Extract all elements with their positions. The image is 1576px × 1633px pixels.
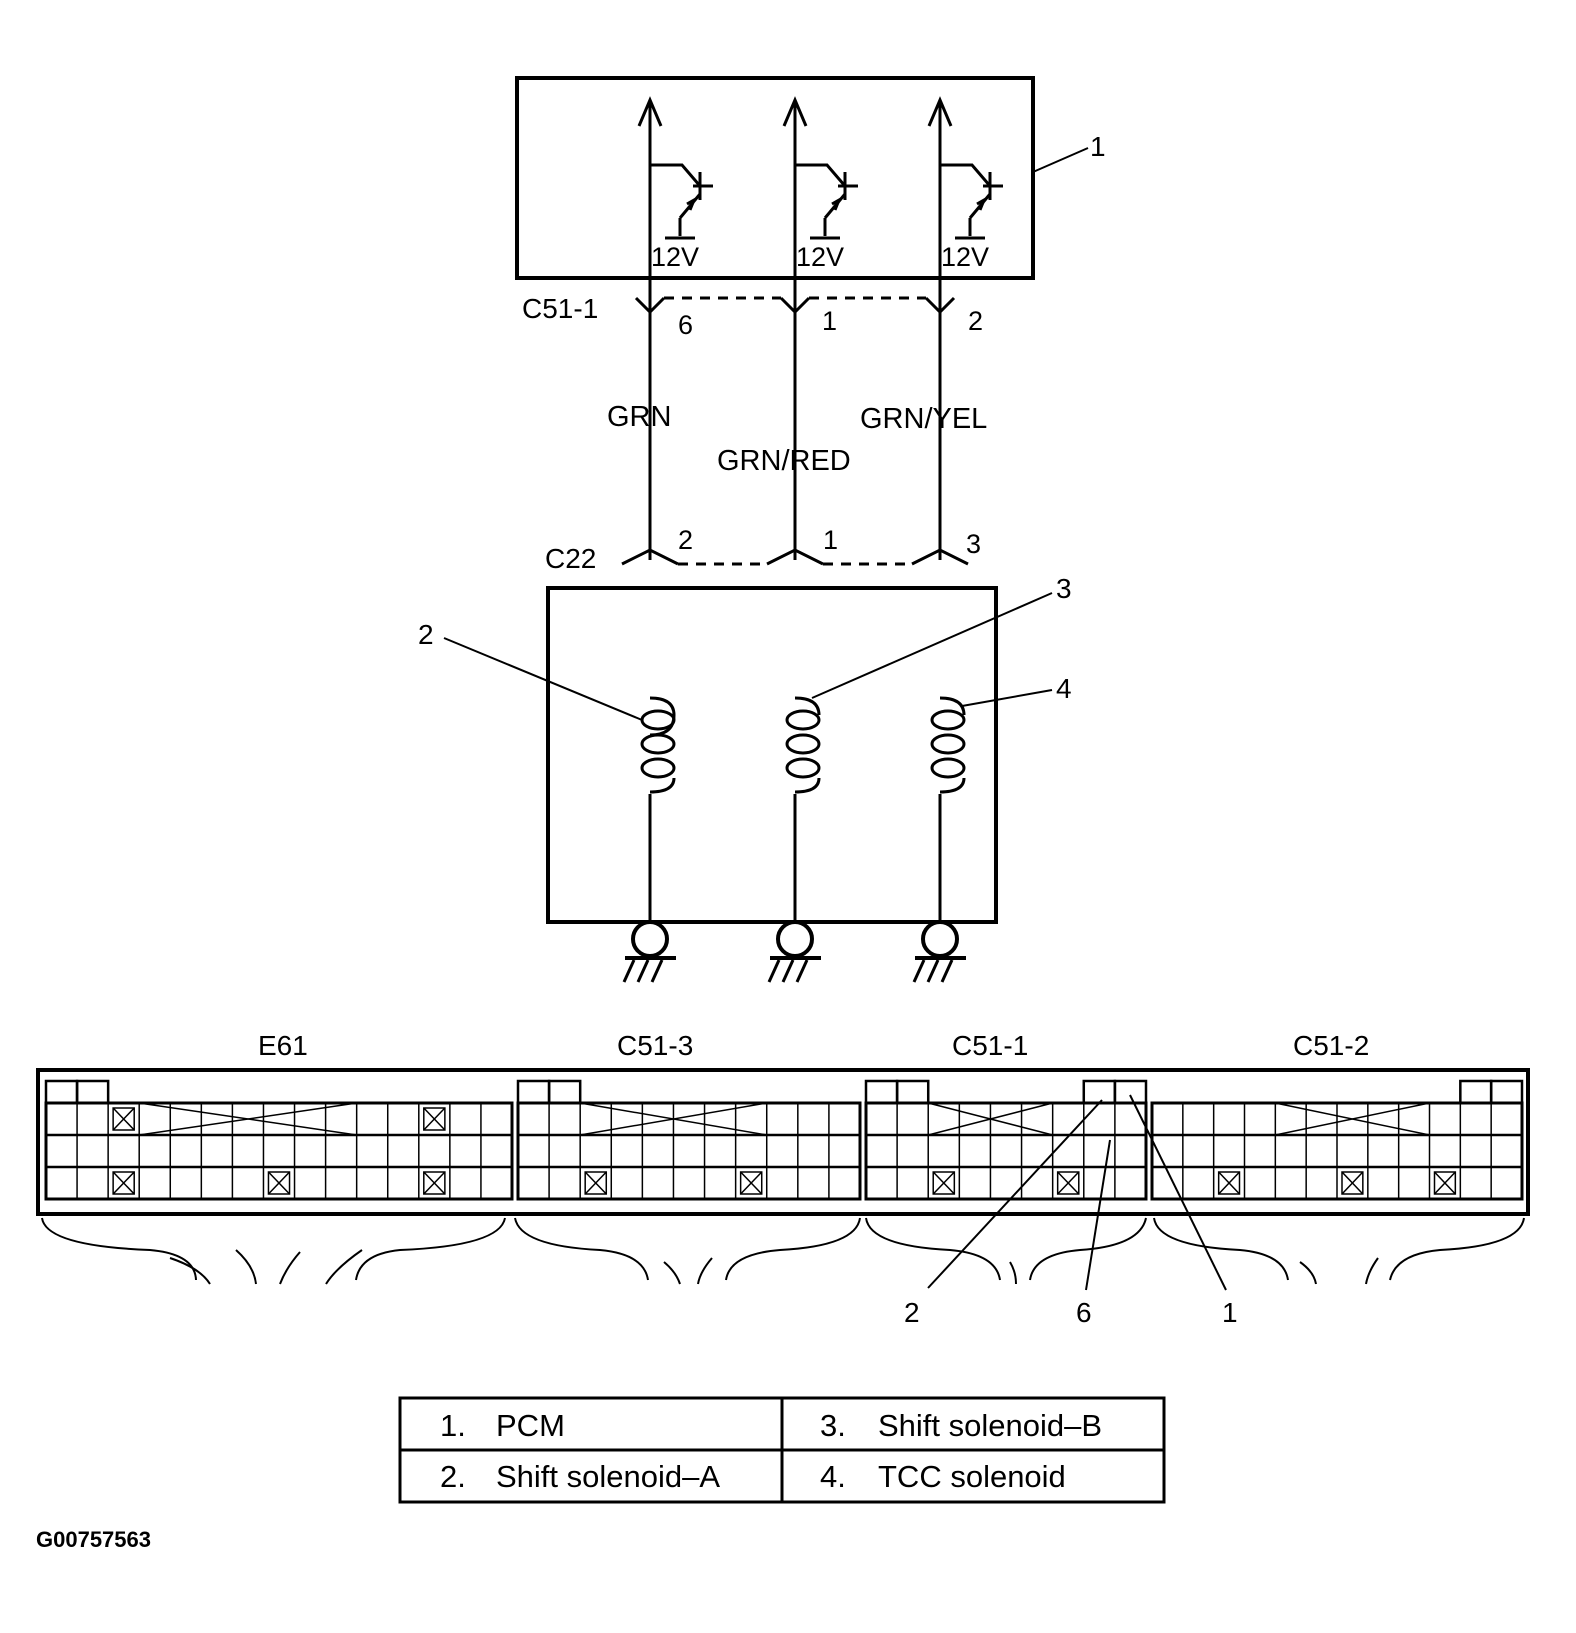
solenoid-coil-shift-b [785, 696, 821, 794]
legend-num-4: 4. [820, 1459, 846, 1494]
supply-12v-label-3: 12V [941, 242, 989, 272]
connector-body [516, 1101, 862, 1201]
connector-c51-1-label: C51-1 [522, 293, 598, 324]
figure-id: G00757563 [36, 1527, 151, 1552]
connector-c22-label: C22 [545, 543, 596, 574]
supply-12v-label-2: 12V [796, 242, 844, 272]
pcm-callout-leader [1032, 147, 1089, 173]
pin-callout-2: 2 [904, 1297, 920, 1328]
solenoid-housing [546, 586, 998, 924]
connector-label-e61: E61 [258, 1030, 308, 1061]
ground-symbol-3 [912, 920, 966, 983]
connector-label-c51-1: C51-1 [952, 1030, 1028, 1061]
ground-symbol-1 [622, 920, 676, 983]
solenoid-callout-2: 2 [418, 619, 434, 650]
wire-color-label-3: GRN/YEL [860, 403, 987, 435]
solenoid-callout-4: 4 [1056, 673, 1072, 704]
connector-label-c51-3: C51-3 [617, 1030, 693, 1061]
driver-transistor-3: 12V [927, 96, 1003, 560]
driver-transistor-1: 12V [637, 96, 713, 560]
pcm-callout: 1 [1090, 131, 1106, 162]
pin-callout-6: 6 [1076, 1297, 1092, 1328]
legend-num-1: 1. [440, 1408, 466, 1443]
c51-1-pin-label-2: 1 [822, 306, 837, 336]
legend-table: 1. PCM 3. Shift solenoid–B 2. Shift sole… [398, 1396, 1166, 1504]
connector-braces [41, 1217, 1525, 1285]
c22-pin-label-3: 3 [966, 529, 981, 559]
pcm-connector-face: E61 C51-3 C51-1 C51-2 [36, 1030, 1530, 1328]
connector-c22: C22 2 1 3 [545, 525, 981, 574]
wire-color-label-1: GRN [607, 401, 671, 433]
wire-color-label-2: GRN/RED [717, 445, 851, 477]
c51-1-pin-label-3: 2 [968, 306, 983, 336]
legend-text-1: PCM [496, 1408, 565, 1443]
pcm-box [515, 76, 1035, 280]
pin-callout-1: 1 [1222, 1297, 1238, 1328]
legend-text-4: TCC solenoid [878, 1459, 1066, 1494]
legend-num-2: 2. [440, 1459, 466, 1494]
legend-text-2: Shift solenoid–A [496, 1459, 720, 1494]
connector-body [864, 1101, 1148, 1201]
legend-num-3: 3. [820, 1408, 846, 1443]
connector-label-c51-2: C51-2 [1293, 1030, 1369, 1061]
connector-c51-1-top: C51-1 6 1 2 [522, 293, 983, 340]
c22-pin-label-1: 2 [678, 525, 693, 555]
c22-pin-label-2: 1 [823, 525, 838, 555]
legend-text-3: Shift solenoid–B [878, 1408, 1102, 1443]
pcm-drivers: 12V 12V 12V [637, 96, 1003, 560]
connector-body [44, 1101, 514, 1201]
driver-transistor-2: 12V [782, 96, 858, 560]
ground-symbol-2 [767, 920, 821, 983]
connector-outer-frame [36, 1068, 1530, 1216]
supply-12v-label-1: 12V [651, 242, 699, 272]
c51-1-pin-label-1: 6 [678, 310, 693, 340]
solenoid-coil-shift-a [640, 696, 676, 794]
solenoid-coil-tcc [930, 696, 966, 794]
solenoid-callout-3: 3 [1056, 573, 1072, 604]
connector-pin-grids [44, 1079, 1524, 1201]
